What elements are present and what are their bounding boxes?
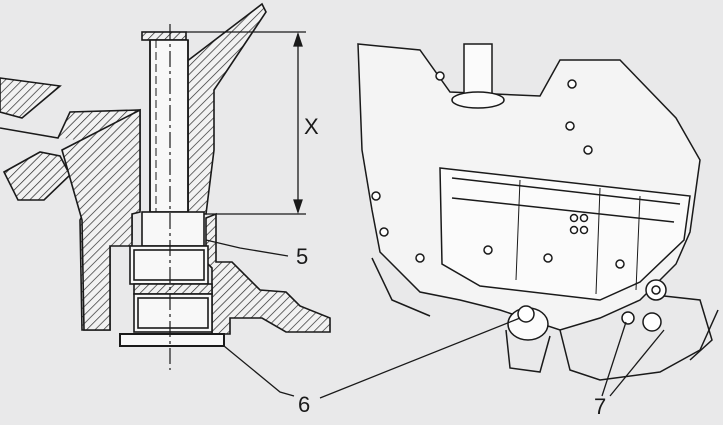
drain-plug — [505, 305, 551, 373]
housing-section-right — [205, 212, 331, 335]
housing-section-body — [61, 108, 141, 331]
fittings — [621, 279, 713, 361]
dimension-x — [186, 31, 306, 215]
sectional-view — [0, 2, 331, 397]
housing-wedge — [2, 151, 71, 201]
callout-5: 5 — [296, 244, 308, 269]
leader-7a — [601, 321, 627, 397]
leader-6-right — [319, 317, 521, 399]
dimension-x-label: X — [304, 114, 319, 139]
oil-pan — [439, 167, 691, 301]
callout-7: 7 — [594, 394, 606, 419]
engine-view — [319, 43, 719, 399]
housing-arm — [185, 2, 267, 215]
leader-6-left — [223, 345, 295, 397]
callout-6: 6 — [298, 392, 310, 417]
leader-7b — [609, 329, 665, 397]
upper-tube — [463, 43, 493, 101]
bolts — [371, 71, 625, 269]
leader-5 — [205, 239, 289, 257]
seal-assembly — [119, 245, 225, 347]
